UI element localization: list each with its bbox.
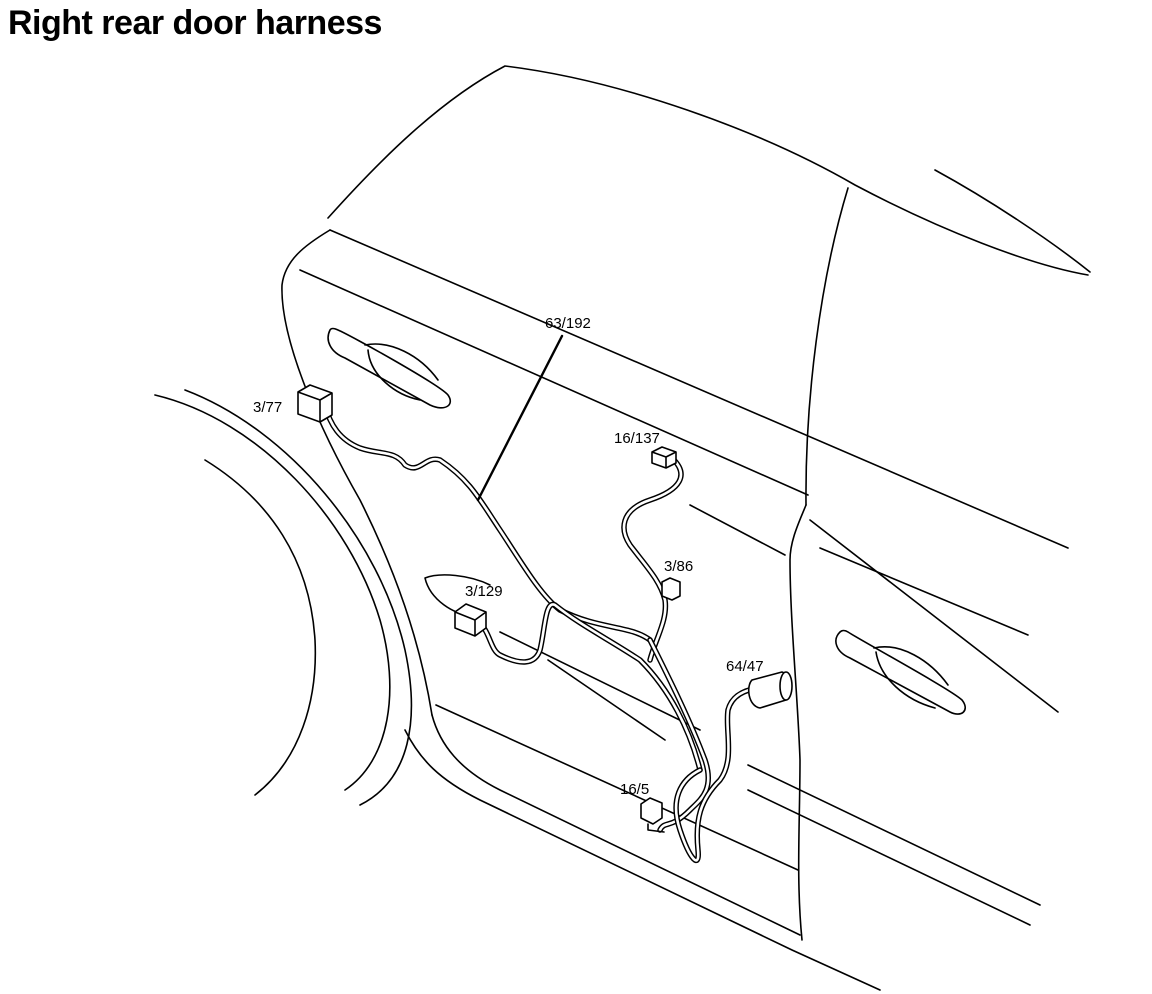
wheel-arch bbox=[154, 389, 413, 806]
connector-16-137 bbox=[651, 446, 677, 469]
front-door-handle bbox=[835, 629, 966, 715]
rear-door-handle bbox=[327, 327, 452, 409]
diagram-title: Right rear door harness bbox=[8, 4, 382, 42]
label-16-137: 16/137 bbox=[614, 430, 660, 447]
connector-3-77 bbox=[297, 384, 333, 423]
connector-64-47 bbox=[747, 671, 793, 709]
label-3-129: 3/129 bbox=[465, 583, 503, 600]
label-64-47: 64/47 bbox=[726, 658, 764, 675]
car-body-outline bbox=[281, 65, 1091, 991]
connector-16-5 bbox=[640, 797, 665, 833]
connector-3-129 bbox=[454, 603, 487, 637]
connector-3-86 bbox=[661, 577, 681, 601]
label-63-192: 63/192 bbox=[545, 315, 591, 332]
wiring-harness bbox=[322, 402, 761, 864]
leader-line-63-192 bbox=[476, 334, 564, 502]
label-3-77: 3/77 bbox=[253, 399, 282, 416]
label-16-5: 16/5 bbox=[620, 781, 649, 798]
label-3-86: 3/86 bbox=[664, 558, 693, 575]
